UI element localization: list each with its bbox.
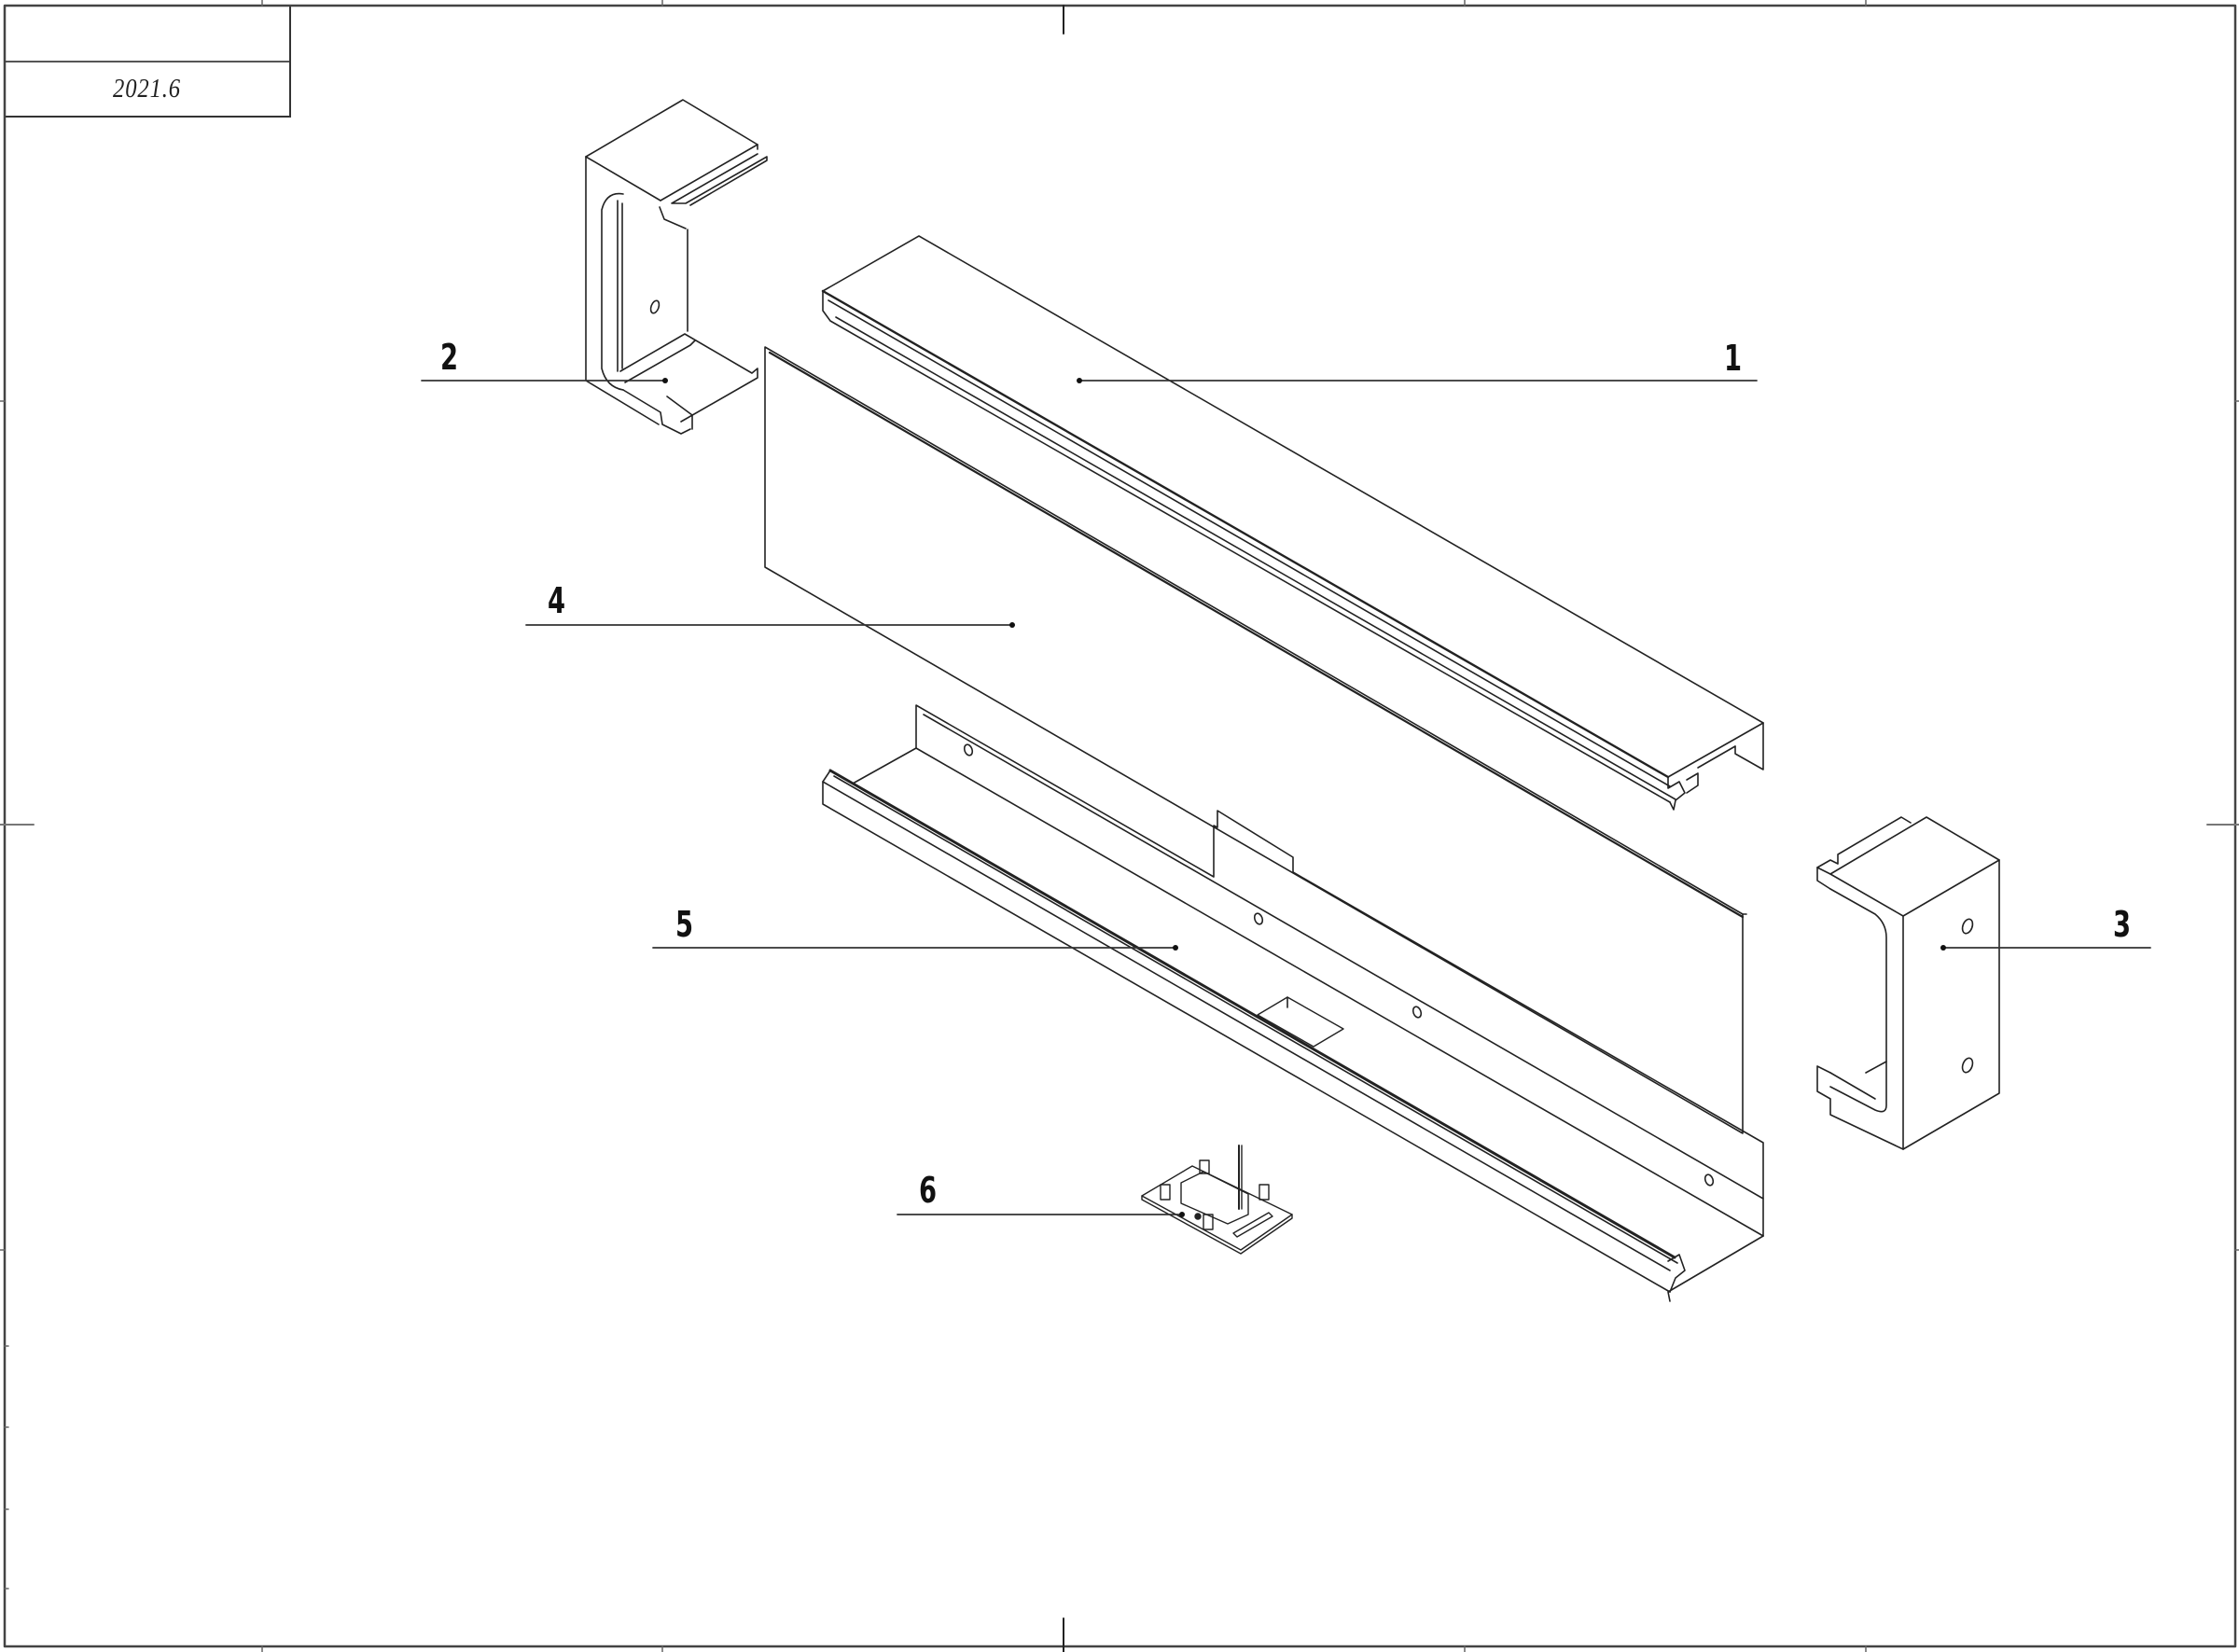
callout-3: 3	[2113, 904, 2132, 945]
callout-4: 4	[548, 580, 566, 621]
part-2-left-end-cap	[585, 99, 768, 435]
drawing-date: 2021.6	[113, 74, 181, 104]
callout-2: 2	[440, 337, 459, 378]
title-block: 2021.6	[5, 6, 291, 118]
part-5-base-channel	[822, 704, 1764, 1302]
part-1-top-cover	[821, 235, 1764, 811]
callout-6: 6	[919, 1170, 938, 1211]
leader-lines	[421, 378, 2151, 1217]
part-3-right-end-cap	[1816, 816, 2000, 1150]
callout-1: 1	[1724, 338, 1743, 379]
part-6-connector	[1141, 1145, 1293, 1255]
callout-5: 5	[675, 904, 694, 945]
part-4-panel	[764, 346, 1747, 1134]
title-block-empty-cell	[5, 6, 289, 62]
